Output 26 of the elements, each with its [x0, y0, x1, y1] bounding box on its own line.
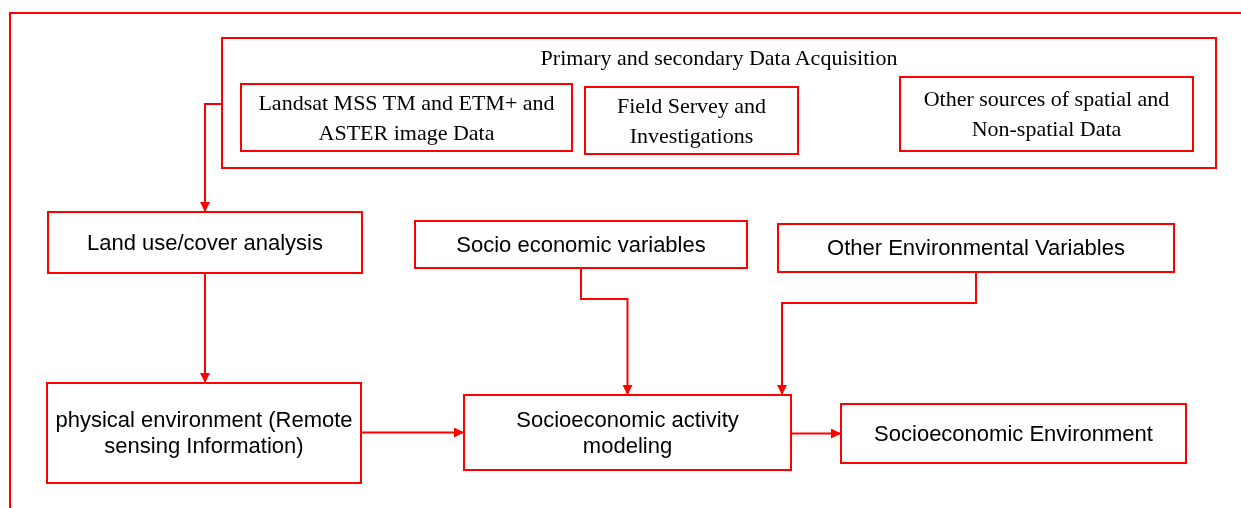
group-heading: Primary and secondary Data Acquisition	[540, 44, 898, 72]
group-box	[221, 37, 1217, 169]
process-box	[777, 223, 1175, 273]
box-label: physical environment (Remote sensing Information)	[54, 407, 354, 459]
box-label: Socioeconomic Environment	[874, 420, 1153, 447]
box-label: Landsat MSS TM and ETM+ and ASTER image Data	[257, 88, 556, 147]
box-label: Field Servey and Investigations	[615, 91, 768, 150]
box-label: Socioeconomic activity modeling	[515, 406, 740, 459]
process-box	[840, 403, 1187, 464]
box-label: Land use/cover analysis	[87, 229, 323, 256]
process-box	[46, 382, 362, 484]
process-box	[414, 220, 748, 269]
process-box	[463, 394, 792, 471]
box-label: Socio economic variables	[456, 231, 706, 258]
box-label: Other sources of spatial and Non-spatial Data	[922, 85, 1171, 143]
arrow	[361, 427, 464, 438]
process-box	[240, 83, 573, 152]
arrow	[200, 273, 210, 383]
box-label: Other Environmental Variables	[827, 235, 1125, 261]
arrow	[200, 103, 222, 212]
arrow	[777, 272, 977, 395]
arrow	[791, 428, 841, 439]
process-box	[47, 211, 363, 274]
process-box	[584, 86, 799, 155]
arrow	[580, 268, 633, 395]
process-box	[899, 76, 1194, 152]
